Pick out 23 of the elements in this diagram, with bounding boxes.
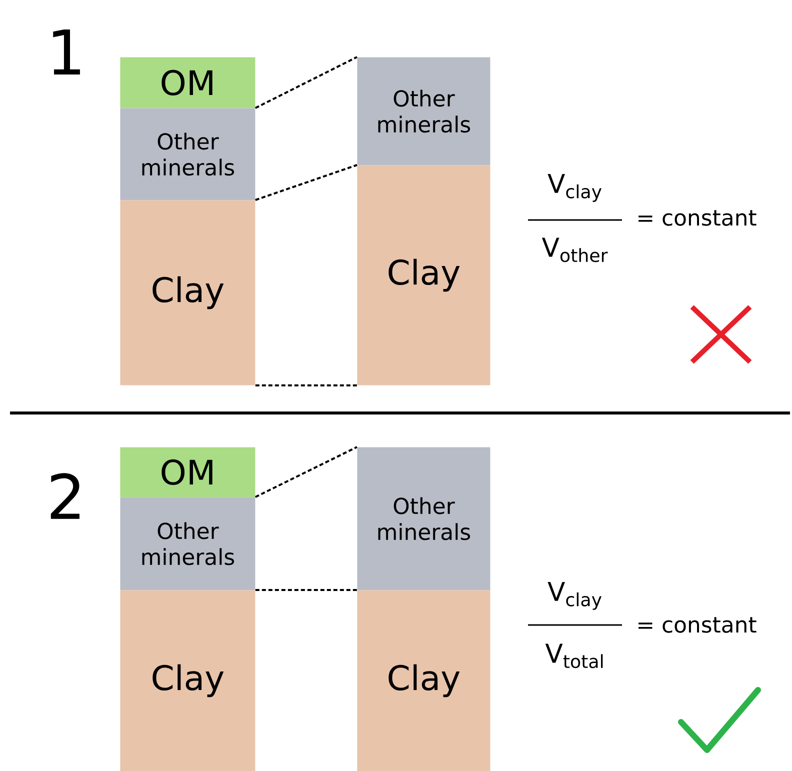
fraction-denominator: V$_{total}$: [545, 644, 603, 668]
dashed-line: [255, 384, 357, 386]
dashed-line: [254, 446, 358, 498]
dashed-line: [255, 164, 358, 201]
equation-text: = constant: [638, 617, 756, 633]
layer-block: Clay: [120, 200, 256, 386]
layer-block: Clay: [357, 590, 490, 771]
dashed-line: [254, 56, 358, 109]
layer-block: OM: [120, 447, 256, 498]
fraction-numerator: V$_{clay}$: [548, 174, 602, 202]
layer-block: Clay: [357, 165, 490, 386]
layer-block: Other minerals: [357, 447, 490, 590]
layer-block: Other minerals: [357, 57, 490, 166]
equation-text: = constant: [638, 210, 756, 226]
layer-block: OM: [120, 57, 256, 108]
fraction-numerator: V$_{clay}$: [548, 582, 602, 610]
dashed-line: [255, 589, 357, 591]
layer-block: Other minerals: [120, 497, 256, 590]
panel-number: 1: [53, 29, 80, 75]
panel-number: 2: [50, 473, 80, 519]
layer-block: Clay: [120, 590, 256, 771]
layer-block: Other minerals: [120, 108, 256, 200]
fraction-denominator: V$_{other}$: [542, 238, 608, 262]
